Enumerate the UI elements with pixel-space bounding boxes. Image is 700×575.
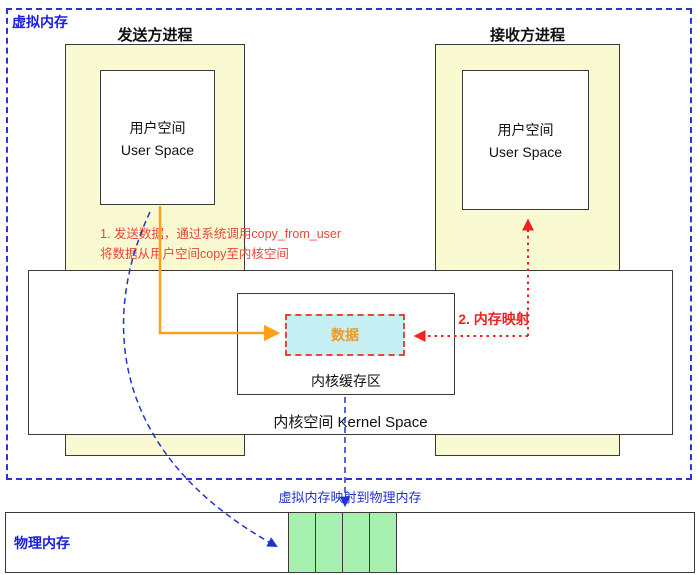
mapping-annotation: 虚拟内存映射到物理内存	[278, 490, 422, 505]
data-label: 数据	[331, 327, 359, 343]
user-space-label-en: User Space	[120, 141, 195, 158]
step1-line1: 1. 发送数据，通过系统调用copy_from_user	[100, 227, 342, 241]
kernel-buffer-label: 内核缓存区	[311, 373, 381, 389]
physical-memory-label: 物理内存	[14, 535, 70, 551]
user-space-label-cn: 用户空间	[129, 119, 186, 136]
receiver-user-space-box: 用户空间 User Space	[462, 70, 589, 210]
receiver-process-title: 接收方进程	[489, 27, 565, 44]
virtual-memory-border	[6, 8, 692, 480]
memory-cell	[288, 512, 316, 573]
step1-annotation: 1. 发送数据，通过系统调用copy_from_user 将数据从用户空间cop…	[100, 224, 341, 264]
user-space-label-cn: 用户空间	[497, 122, 554, 138]
memory-cell	[315, 512, 343, 573]
user-space-label-en: User Space	[488, 144, 563, 160]
kernel-space-label: 内核空间 Kernel Space	[273, 414, 428, 431]
step2-annotation: 2. 内存映射	[458, 311, 530, 327]
data-box: 数据	[285, 314, 405, 356]
memory-cells	[288, 512, 397, 573]
sender-process-title: 发送方进程	[117, 27, 193, 44]
memory-cell	[342, 512, 370, 573]
virtual-memory-label: 虚拟内存	[12, 14, 68, 30]
sender-user-space-box: 用户空间 User Space	[100, 70, 215, 205]
step1-line2: 将数据从用户空间copy至内核空间	[100, 247, 289, 261]
memory-cell	[369, 512, 397, 573]
